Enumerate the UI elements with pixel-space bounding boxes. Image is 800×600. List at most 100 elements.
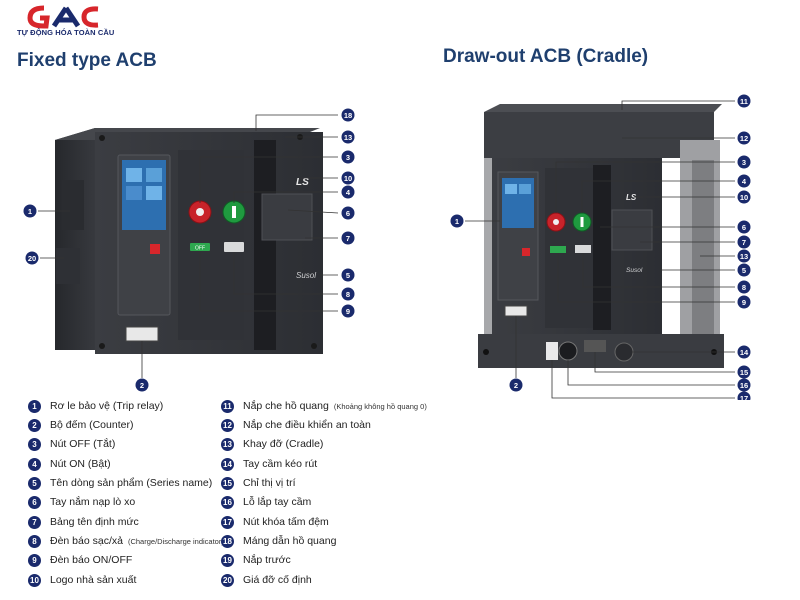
legend-item: 3 Nút OFF (Tắt)	[28, 436, 115, 452]
drawout-acb: LS Susol	[465, 100, 735, 399]
legend-text: Đèn báo ON/OFF	[50, 554, 133, 566]
callout-number: 3	[346, 153, 350, 162]
callout-number: 5	[346, 271, 350, 280]
callout-marker: 3	[737, 155, 751, 169]
legend-text: Nút OFF (Tắt)	[50, 438, 116, 450]
callout-number: 5	[742, 266, 746, 275]
callout-marker: 7	[737, 235, 751, 249]
callout-number: 6	[346, 209, 350, 218]
drawout-series-name: Susol	[626, 267, 643, 274]
legend-text: Tay nắm nạp lò xo	[50, 496, 136, 508]
legend-num: 12	[221, 418, 234, 432]
legend-num: 18	[221, 534, 234, 548]
legend-text: Nắp che điều khiển an toàn	[243, 419, 371, 431]
legend-num: 9	[28, 553, 41, 567]
fixed-onoff-label: OFF	[195, 246, 205, 252]
fixed-onoff-indicator	[190, 243, 210, 251]
fixed-series-name: Susol	[296, 271, 316, 280]
callout-marker: 8	[737, 280, 751, 294]
fixed-type-title: Fixed type ACB	[17, 50, 157, 71]
fixed-arc-chute-slot	[254, 140, 276, 350]
callout-marker: 1	[23, 204, 37, 218]
callout-number: 13	[740, 252, 748, 261]
gac-logo	[27, 5, 99, 29]
callout-number: 8	[742, 283, 746, 292]
legend-num: 20	[221, 573, 234, 587]
callout-marker: 4	[737, 174, 751, 188]
callout-number: 20	[28, 254, 36, 263]
drawout-title: Draw-out ACB (Cradle)	[443, 46, 649, 67]
legend-text: Đèn báo sạc/xả	[50, 535, 123, 547]
acb-diagram: OFF LS Susol	[23, 94, 751, 400]
callout-marker: 12	[737, 131, 751, 145]
fixed-rating-plate	[261, 193, 313, 241]
drawout-racking-handle	[614, 342, 634, 362]
callout-number: 1	[28, 207, 32, 216]
callout-number: 13	[344, 133, 352, 142]
legend-text: Tên dòng sản phẩm (Series name)	[50, 477, 213, 489]
callout-marker: 7	[341, 231, 355, 245]
callout-number: 18	[344, 111, 352, 120]
drawout-arc-cover	[484, 112, 714, 158]
callout-marker: 1	[450, 214, 464, 228]
drawout-rating-plate	[611, 209, 653, 251]
legend-text: Chỉ thị vị trí	[243, 477, 296, 489]
callout-marker: 13	[737, 249, 751, 263]
legend-text: Nắp trước	[243, 554, 291, 566]
fixed-acb: OFF LS Susol	[38, 114, 339, 378]
legend-num: 14	[221, 457, 234, 471]
fixed-ls-logo: LS	[296, 177, 309, 188]
drawout-ls-logo: LS	[626, 193, 637, 202]
legend-text: Khay đỡ (Cradle)	[243, 438, 324, 450]
callout-marker: 18	[341, 108, 355, 122]
legend-text: Nắp che hồ quang	[243, 400, 329, 412]
callout-marker: 6	[341, 206, 355, 220]
callout-number: 10	[344, 174, 352, 183]
callout-marker: 10	[341, 171, 355, 185]
callout-number: 10	[740, 193, 748, 202]
fixed-counter	[125, 326, 159, 342]
callout-marker: 13	[341, 130, 355, 144]
legend-num: 13	[221, 437, 234, 451]
callout-number: 4	[346, 188, 351, 197]
legend-num: 3	[28, 437, 41, 451]
callout-marker: 5	[737, 263, 751, 277]
drawout-handle-hole	[558, 341, 578, 361]
callout-number: 2	[514, 381, 518, 390]
callout-marker: 2	[135, 378, 149, 392]
legend-text: Bảng tên định mức	[50, 516, 139, 528]
callout-marker: 5	[341, 268, 355, 282]
fixed-relay-red-button	[150, 244, 160, 254]
callout-number: 3	[742, 158, 746, 167]
fixed-acb-side	[55, 128, 95, 350]
callout-marker: 2	[509, 378, 523, 392]
fixed-support-bracket	[56, 248, 80, 284]
callout-number: 7	[346, 234, 350, 243]
fixed-charge-indicator	[224, 242, 244, 252]
callout-number: 17	[740, 394, 748, 400]
fixed-mount-1	[62, 180, 84, 230]
legend-num: 8	[28, 534, 41, 548]
legend-num: 10	[28, 573, 41, 587]
callout-number: 1	[455, 217, 459, 226]
callout-number: 11	[740, 97, 748, 106]
callout-number: 16	[740, 381, 748, 390]
callout-number: 9	[346, 307, 350, 316]
legend-text: Máng dẫn hồ quang	[243, 535, 337, 547]
callout-marker: 4	[341, 185, 355, 199]
legend-num: 16	[221, 495, 234, 509]
legend-num: 17	[221, 515, 234, 529]
drawout-onoff-indicator	[550, 246, 566, 253]
drawout-charge-indicator	[575, 245, 591, 253]
callout-markers: 1813310461720589211123410167135892141516…	[23, 94, 751, 400]
legend-text: Giá đỡ cố định	[243, 574, 312, 586]
